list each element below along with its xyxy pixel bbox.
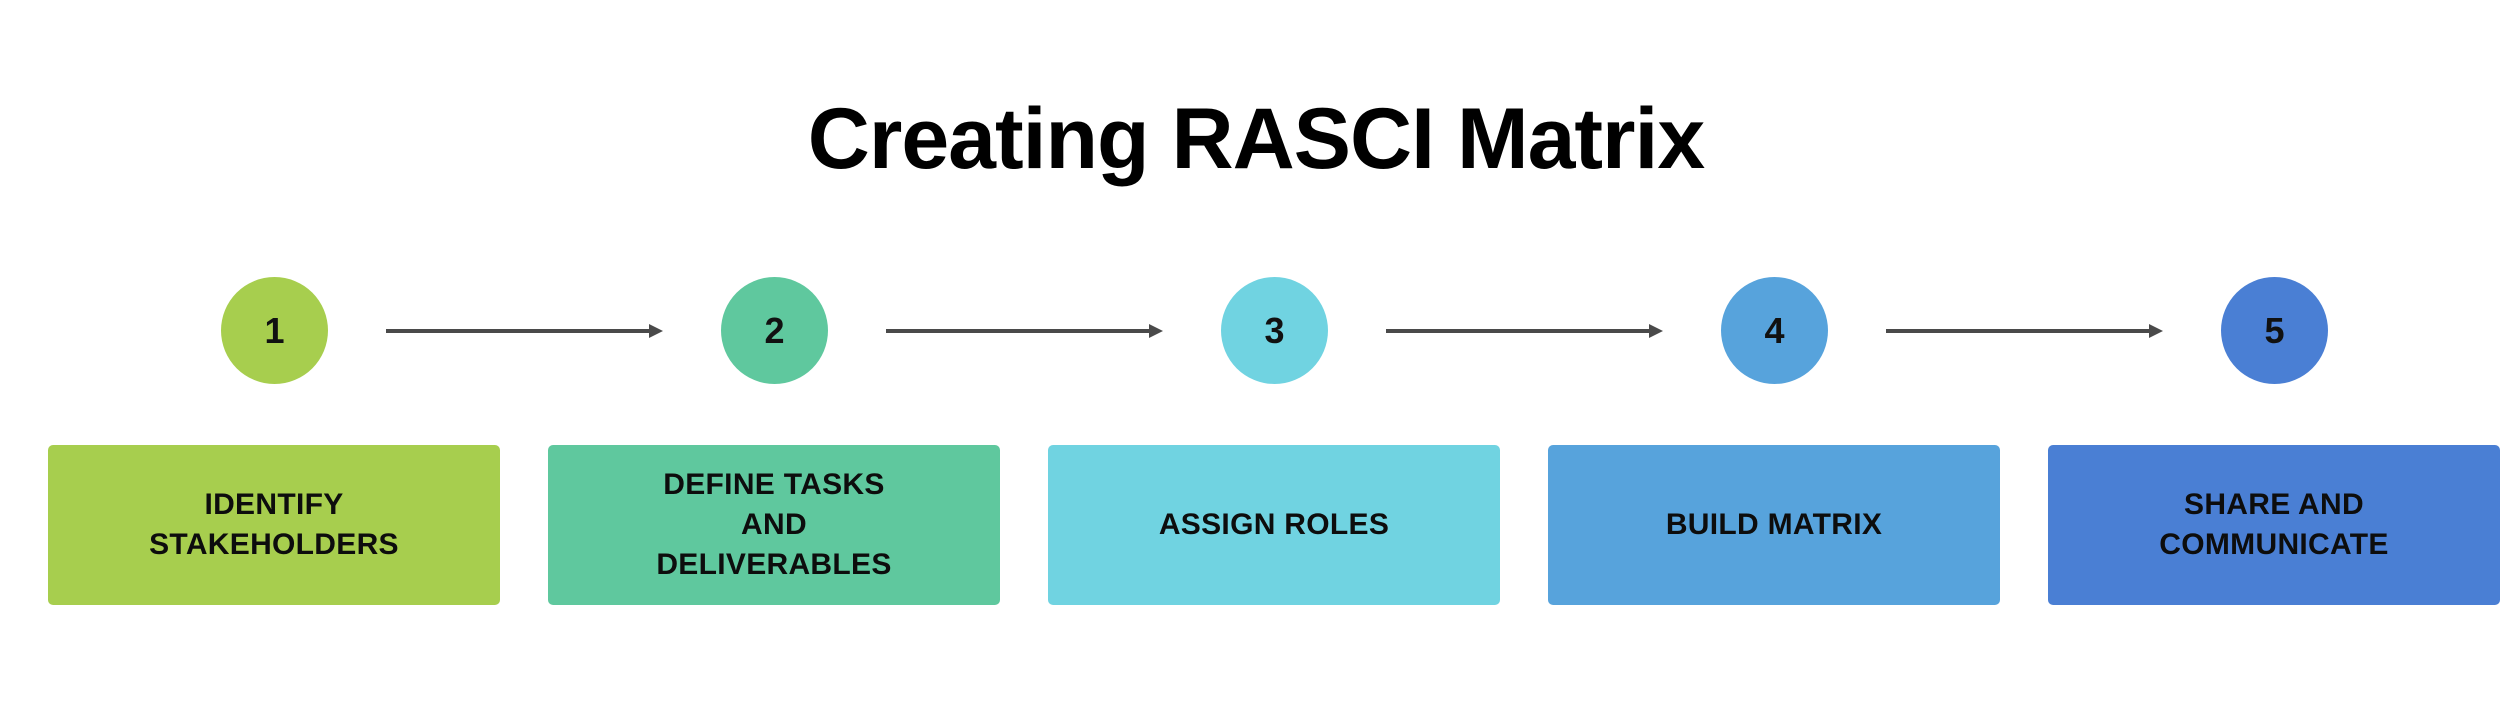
step-box-5[interactable]: SHARE AND COMMUNICATE [2048, 445, 2500, 605]
step-box-3[interactable]: ASSIGN ROLES [1048, 445, 1500, 605]
step-circle-3[interactable]: 3 [1221, 277, 1328, 384]
page-title: Creating RASCI Matrix [807, 91, 1706, 187]
step-number-label: 1 [264, 309, 285, 351]
step-number-label: 3 [1264, 309, 1285, 351]
step-box-label: BUILD MATRIX [1665, 508, 1883, 542]
step-box-1[interactable]: IDENTIFY STAKEHOLDERS [48, 445, 500, 605]
step-circle-5[interactable]: 5 [2221, 277, 2328, 384]
step-number-label: 4 [1764, 309, 1785, 351]
step-circle-1[interactable]: 1 [221, 277, 328, 384]
step-number-label: 2 [764, 309, 785, 351]
step-number-row: 1 2 3 4 5 [0, 277, 2512, 385]
step-circle-2[interactable]: 2 [721, 277, 828, 384]
arrow-right-icon [1886, 321, 2163, 341]
arrow-right-icon [1386, 321, 1663, 341]
step-box-4[interactable]: BUILD MATRIX [1548, 445, 2000, 605]
arrow-right-icon [886, 321, 1163, 341]
step-box-label: SHARE AND COMMUNICATE [2159, 488, 2389, 561]
step-number-label: 5 [2264, 309, 2285, 351]
step-box-label: ASSIGN ROLES [1158, 508, 1390, 542]
step-box-label: IDENTIFY STAKEHOLDERS [149, 488, 399, 561]
arrow-right-icon [386, 321, 663, 341]
step-label-row: IDENTIFY STAKEHOLDERS DEFINE TASKS AND DE… [0, 445, 2512, 607]
step-box-label: DEFINE TASKS AND DELIVERABLES [656, 468, 892, 581]
step-box-2[interactable]: DEFINE TASKS AND DELIVERABLES [548, 445, 1000, 605]
step-circle-4[interactable]: 4 [1721, 277, 1828, 384]
